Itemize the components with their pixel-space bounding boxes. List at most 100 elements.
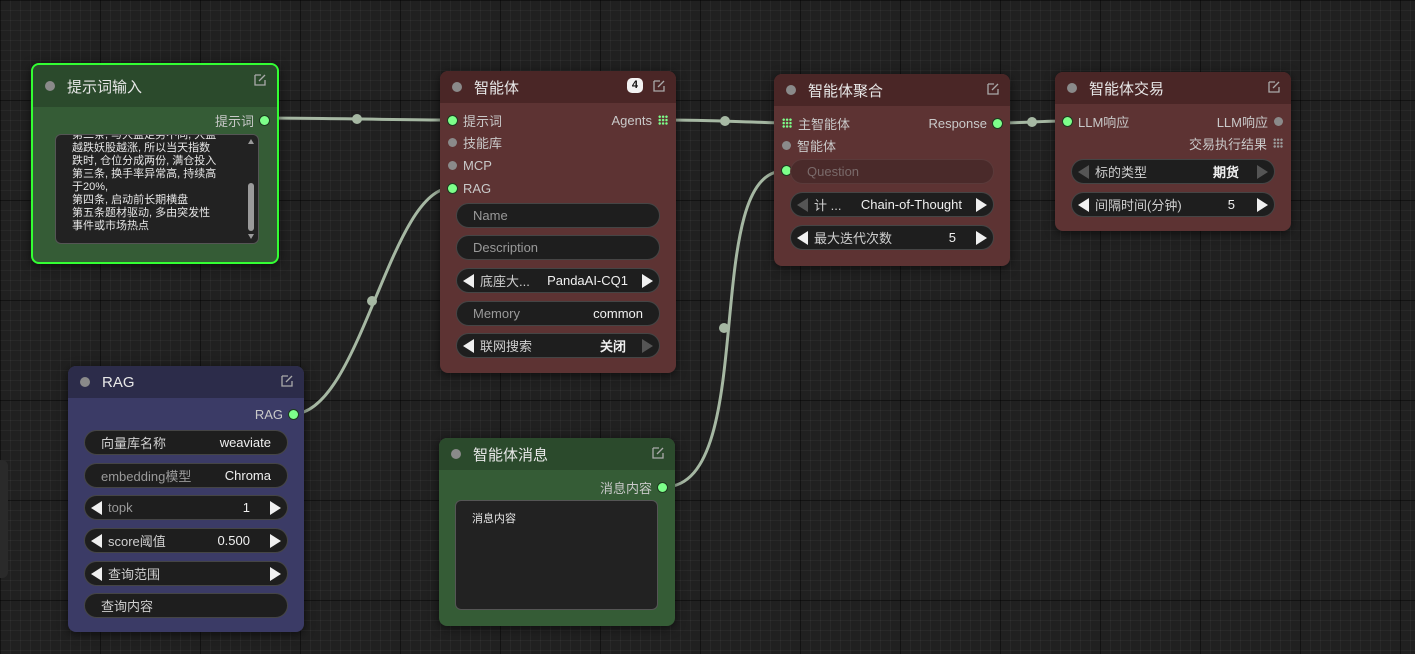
input-slot-main-agent[interactable]: 主智能体 [782,113,850,133]
question-input[interactable]: Question [790,159,994,184]
output-slot-agents[interactable]: Agents [612,110,668,130]
increment-arrow-icon[interactable] [270,566,281,581]
web-search-toggle[interactable]: 联网搜索 关闭 [456,333,660,358]
output-port[interactable] [260,115,269,125]
max-iterations-stepper[interactable]: 最大迭代次数 5 [790,225,994,250]
topk-stepper[interactable]: topk 1 [84,495,288,520]
input-slot-question[interactable] [782,160,797,180]
increment-arrow-icon[interactable] [1257,197,1268,212]
input-port-grid-icon[interactable] [782,118,792,128]
agent-trade-node[interactable]: 智能体交易 LLM响应 LLM响应 交易执行结果 标的类型 期货 间隔时间(分钟… [1055,72,1291,231]
input-port[interactable] [448,160,457,170]
input-port[interactable] [448,137,457,147]
output-port[interactable] [1274,116,1283,126]
collapse-dot-icon[interactable] [451,449,461,459]
query-range-combo[interactable]: 查询范围 [84,561,288,586]
score-threshold-stepper[interactable]: score阈值 0.500 [84,528,288,553]
output-slot-response[interactable]: Response [928,113,1002,133]
message-text: 消息内容 [472,513,516,525]
node-title-bar[interactable]: 智能体消息 [439,438,675,470]
input-slot-prompt[interactable]: 提示词 [448,110,502,130]
edit-icon[interactable] [280,374,294,388]
output-slot-trade-result[interactable]: 交易执行结果 [1189,133,1283,153]
collapse-dot-icon[interactable] [45,81,55,91]
decrement-arrow-icon[interactable] [463,273,474,288]
input-port[interactable] [782,165,791,175]
decrement-arrow-icon[interactable] [797,197,808,212]
slot-label: 消息内容 [599,480,652,496]
decrement-arrow-icon[interactable] [91,500,102,515]
output-port[interactable] [289,409,298,419]
slot-label: 提示词 [214,113,254,129]
agent-aggregate-node[interactable]: 智能体聚合 主智能体 智能体 Response Question 计 ... C… [774,74,1010,266]
message-textarea[interactable]: 消息内容 [455,500,658,610]
output-slot-prompt[interactable]: 提示词 [215,110,269,130]
prompt-textarea[interactable]: 第二条, 与大盘走势不同, 大盘 越跌妖股越涨, 所以当天指数 跌时, 仓位分成… [55,134,259,244]
input-slot-agent[interactable]: 智能体 [782,135,836,155]
increment-arrow-icon[interactable] [976,197,987,212]
output-port[interactable] [993,118,1002,128]
decrement-arrow-icon[interactable] [1078,164,1089,179]
input-port[interactable] [448,115,457,125]
output-slot-rag[interactable]: RAG [255,404,298,424]
embedding-model-input[interactable]: embedding模型 Chroma [84,463,288,488]
node-title-bar[interactable]: 智能体 4 [440,71,676,103]
decrement-arrow-icon[interactable] [91,566,102,581]
node-title-bar[interactable]: 智能体聚合 [774,74,1010,106]
slot-label: 提示词 [463,113,503,129]
output-port-grid-icon[interactable] [658,115,668,125]
interval-stepper[interactable]: 间隔时间(分钟) 5 [1071,192,1275,217]
agent-message-node[interactable]: 智能体消息 消息内容 消息内容 [439,438,675,626]
node-title-bar[interactable]: RAG [68,366,304,398]
input-port[interactable] [782,140,791,150]
memory-combo[interactable]: Memory common [456,301,660,326]
increment-arrow-icon[interactable] [642,338,653,353]
edit-icon[interactable] [253,73,267,87]
output-port-grid-icon[interactable] [1273,138,1283,148]
description-input[interactable]: Description [456,235,660,260]
collapse-dot-icon[interactable] [786,85,796,95]
collapse-dot-icon[interactable] [80,377,90,387]
decrement-arrow-icon[interactable] [463,338,474,353]
input-slot-mcp[interactable]: MCP [448,155,492,175]
increment-arrow-icon[interactable] [270,500,281,515]
model-combo[interactable]: 底座大... PandaAI-CQ1 [456,268,660,293]
prompt-input-node[interactable]: 提示词输入 提示词 第二条, 与大盘走势不同, 大盘 越跌妖股越涨, 所以当天指… [31,63,279,264]
input-slot-llm-response[interactable]: LLM响应 [1063,111,1129,131]
edit-icon[interactable] [651,446,665,460]
decrement-arrow-icon[interactable] [797,230,808,245]
edit-icon[interactable] [652,79,666,93]
scroll-down-icon[interactable] [248,234,254,239]
agent-node[interactable]: 智能体 4 提示词 技能库 MCP RAG Agents Name Descri… [440,71,676,373]
node-title-bar[interactable]: 智能体交易 [1055,72,1291,104]
increment-arrow-icon[interactable] [976,230,987,245]
scroll-up-icon[interactable] [248,139,254,144]
edit-icon[interactable] [986,82,1000,96]
node-title: RAG [102,373,135,391]
increment-arrow-icon[interactable] [642,273,653,288]
increment-arrow-icon[interactable] [270,533,281,548]
collapse-dot-icon[interactable] [452,82,462,92]
rag-node[interactable]: RAG RAG 向量库名称 weaviate embedding模型 Chrom… [68,366,304,632]
output-slot-message[interactable]: 消息内容 [600,477,667,497]
increment-arrow-icon[interactable] [1257,164,1268,179]
decrement-arrow-icon[interactable] [91,533,102,548]
textarea-scrollbar[interactable] [247,137,255,241]
collapse-dot-icon[interactable] [1067,83,1077,93]
name-input[interactable]: Name [456,203,660,228]
output-slot-llm-response[interactable]: LLM响应 [1217,111,1283,131]
input-slot-rag[interactable]: RAG [448,178,491,198]
node-title-bar[interactable]: 提示词输入 [33,65,277,107]
output-port[interactable] [658,482,667,492]
strategy-combo[interactable]: 计 ... Chain-of-Thought [790,192,994,217]
vector-db-input[interactable]: 向量库名称 weaviate [84,430,288,455]
target-type-combo[interactable]: 标的类型 期货 [1071,159,1275,184]
side-panel-tab[interactable] [0,460,8,578]
input-port[interactable] [1063,116,1072,126]
scroll-thumb[interactable] [248,183,254,231]
query-content-input[interactable]: 查询内容 [84,593,288,618]
decrement-arrow-icon[interactable] [1078,197,1089,212]
input-port[interactable] [448,183,457,193]
input-slot-skills[interactable]: 技能库 [448,132,502,152]
edit-icon[interactable] [1267,80,1281,94]
